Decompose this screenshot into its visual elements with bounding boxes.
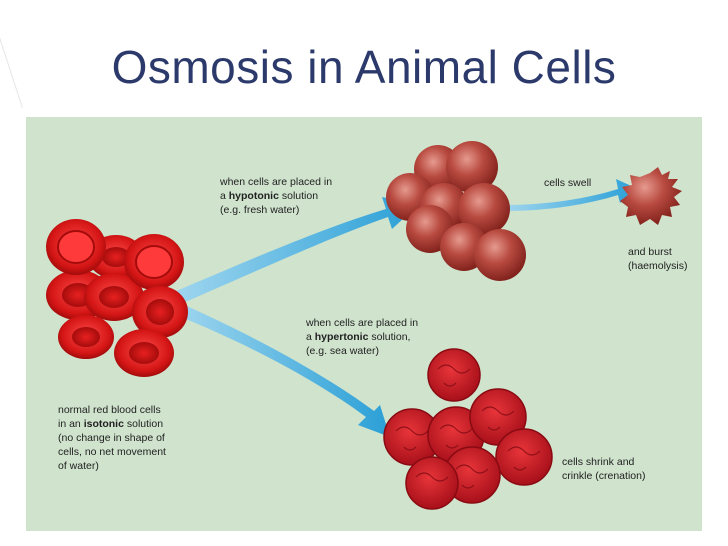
hypotonic-line2-pre: a <box>220 190 229 202</box>
hypotonic-keyword: hypotonic <box>228 190 279 202</box>
hypertonic-line2-pre: a <box>306 331 315 343</box>
normal-cells-cluster <box>46 219 188 377</box>
hypertonic-line3: (e.g. sea water) <box>306 345 379 357</box>
hypotonic-line2: a hypotonic solution <box>220 189 332 203</box>
isotonic-line1: normal red blood cells <box>58 404 161 416</box>
arrow-to-hypertonic <box>176 303 390 437</box>
hypertonic-line2-post: solution, <box>368 331 411 343</box>
isotonic-line4: cells, no net movement <box>58 446 166 458</box>
crenation-line2: crinkle (crenation) <box>562 470 646 482</box>
swollen-cells-cluster <box>386 141 526 281</box>
burst-cell <box>620 167 682 225</box>
swell-label: cells swell <box>544 177 592 189</box>
arrow-to-hypotonic <box>174 197 418 305</box>
osmosis-diagram <box>46 141 682 510</box>
isotonic-line5: of water) <box>58 460 99 472</box>
hypertonic-label: when cells are placed in a hypertonic so… <box>306 316 418 358</box>
hypertonic-line2: a hypertonic solution, <box>306 330 418 344</box>
isotonic-label: normal red blood cells in an isotonic so… <box>58 403 166 473</box>
hypotonic-line3: (e.g. fresh water) <box>220 204 300 216</box>
burst-line2: (haemolysis) <box>628 260 688 272</box>
hypertonic-keyword: hypertonic <box>314 331 369 343</box>
arrow-swell <box>504 179 638 211</box>
burst-line1: and burst <box>628 246 672 258</box>
hypotonic-line2-post: solution <box>278 190 319 202</box>
crenation-label: cells shrink and crinkle (crenation) <box>562 455 645 483</box>
isotonic-keyword: isotonic <box>83 418 124 430</box>
page-title: Osmosis in Animal Cells <box>111 41 617 93</box>
isotonic-line2-post: solution <box>123 418 164 430</box>
crenated-cells-cluster <box>383 348 553 510</box>
hypertonic-line1: when cells are placed in <box>306 317 419 329</box>
diagram-panel: when cells are placed in a hypotonic sol… <box>26 117 702 531</box>
hypotonic-label: when cells are placed in a hypotonic sol… <box>220 175 332 217</box>
burst-label: and burst (haemolysis) <box>628 245 688 273</box>
crenation-line1: cells shrink and <box>562 456 635 468</box>
hypotonic-line1: when cells are placed in <box>220 176 333 188</box>
isotonic-line2-pre: in an <box>58 418 84 430</box>
isotonic-line2: in an isotonic solution <box>58 417 166 431</box>
isotonic-line3: (no change in shape of <box>58 432 165 444</box>
